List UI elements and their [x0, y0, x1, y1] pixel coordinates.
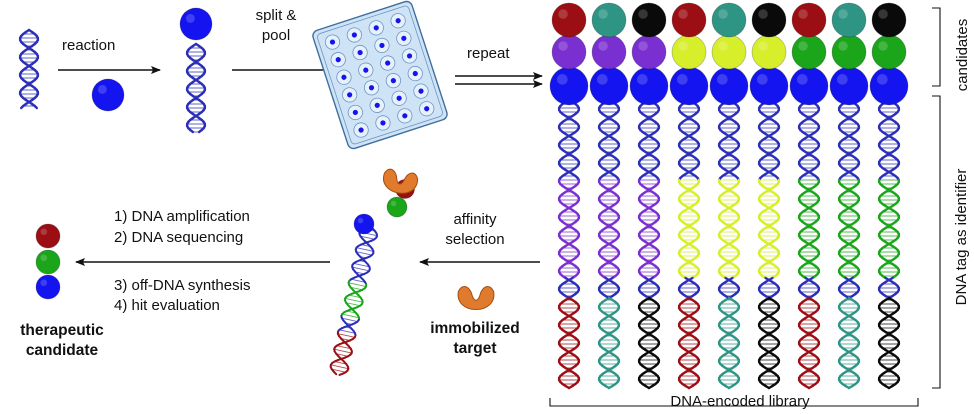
repeat-label: repeat	[467, 45, 510, 62]
step-dna-sequencing: 2) DNA sequencing	[114, 229, 244, 246]
library-ball-top	[871, 2, 907, 38]
attached-ball	[179, 7, 213, 41]
library-ball-top	[711, 2, 747, 38]
well-plate	[312, 0, 448, 150]
library-bracket	[549, 398, 919, 407]
library-ball-bottom	[789, 66, 829, 106]
dna-tag-bracket	[932, 95, 941, 389]
therapeutic-candidate-line1: therapeutic	[20, 322, 104, 339]
library-ball-middle	[711, 34, 747, 70]
candidates-bracket	[932, 7, 941, 87]
library-ball-bottom	[629, 66, 669, 106]
reaction-label: reaction	[62, 37, 116, 54]
library-ball-top	[591, 2, 627, 38]
library-ball-middle	[791, 34, 827, 70]
split-pool-label-line2: pool	[261, 27, 291, 44]
library-dna-strand	[717, 98, 741, 390]
candidates-label: candidates	[954, 18, 971, 92]
selected-dna-strand	[329, 225, 379, 376]
library-dna-strand	[837, 98, 861, 390]
immobilized-target-line2: target	[453, 340, 497, 357]
selected-ball-green	[386, 196, 408, 218]
library-ball-bottom	[709, 66, 749, 106]
bound-target-icon	[383, 168, 419, 194]
library-ball-middle	[871, 34, 907, 70]
library-dna-strand	[677, 98, 701, 390]
library-dna-strand	[797, 98, 821, 390]
library-ball-middle	[831, 34, 867, 70]
library-label: DNA-encoded library	[670, 393, 810, 410]
step-dna-amplification: 1) DNA amplification	[114, 208, 250, 225]
dna-tag-label: DNA tag as identifier	[953, 168, 970, 306]
dna-strand-after-reaction	[185, 42, 207, 134]
selected-ball-blue	[353, 213, 375, 235]
library-ball-top	[631, 2, 667, 38]
library-ball-middle	[591, 34, 627, 70]
library-ball-top	[831, 2, 867, 38]
library-ball-bottom	[869, 66, 909, 106]
affinity-selection-line1: affinity	[453, 211, 497, 228]
immobilized-target-line1: immobilized	[430, 320, 520, 337]
affinity-selection-line2: selection	[445, 231, 505, 248]
library-dna-strand	[557, 98, 581, 390]
building-block-ball	[91, 78, 125, 112]
step-off-dna-synthesis: 3) off-DNA synthesis	[114, 277, 251, 294]
therapeutic-candidate-line2: candidate	[25, 342, 99, 359]
candidate-ball-red	[35, 223, 61, 249]
library-ball-bottom	[749, 66, 789, 106]
library-ball-bottom	[669, 66, 709, 106]
split-pool-label-line1: split &	[255, 7, 297, 24]
library-ball-middle	[631, 34, 667, 70]
library-dna-strand	[597, 98, 621, 390]
library-ball-top	[671, 2, 707, 38]
library-dna-strand	[637, 98, 661, 390]
candidate-ball-green	[35, 249, 61, 275]
library-ball-bottom	[829, 66, 869, 106]
candidate-ball-blue	[35, 274, 61, 300]
library-ball-middle	[751, 34, 787, 70]
library-ball-bottom	[589, 66, 629, 106]
library-ball-bottom	[549, 66, 589, 106]
library-ball-top	[791, 2, 827, 38]
immobilized-target-icon	[457, 285, 495, 311]
library-ball-middle	[671, 34, 707, 70]
library-ball-top	[551, 2, 587, 38]
library-ball-top	[751, 2, 787, 38]
library-ball-middle	[551, 34, 587, 70]
library-dna-strand	[877, 98, 901, 390]
dna-strand-start	[18, 28, 40, 110]
step-hit-evaluation: 4) hit evaluation	[114, 297, 220, 314]
library-dna-strand	[757, 98, 781, 390]
